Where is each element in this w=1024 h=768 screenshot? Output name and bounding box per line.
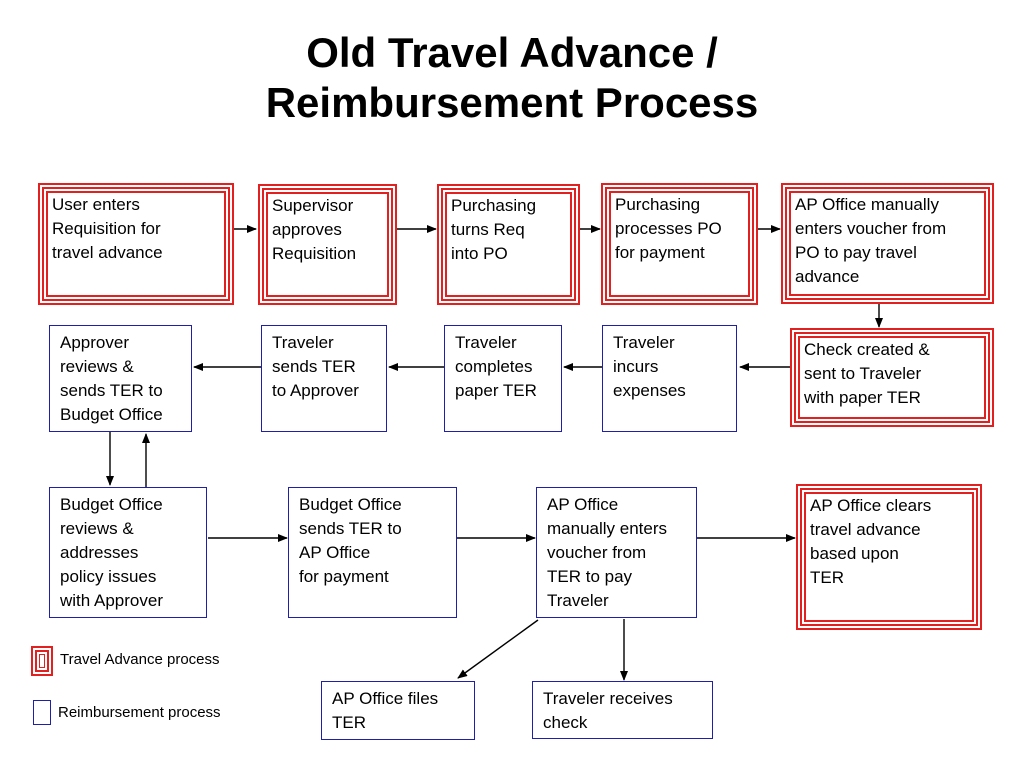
box-text: Check created & sent to Traveler with pa…: [804, 340, 930, 407]
box-traveler-completes-ter: Traveler completes paper TER: [444, 325, 562, 432]
box-ap-clears-advance: AP Office clears travel advance based up…: [796, 484, 982, 630]
box-approver-reviews: Approver reviews & sends TER to Budget O…: [49, 325, 192, 432]
box-text: Budget Office reviews & addresses policy…: [60, 495, 163, 610]
box-text: AP Office clears travel advance based up…: [810, 496, 932, 587]
title-line-1: Old Travel Advance /: [306, 29, 718, 76]
box-purchasing-processes-po: Purchasing processes PO for payment: [601, 183, 758, 305]
box-text: Traveler sends TER to Approver: [272, 333, 359, 400]
box-text: Traveler receives check: [543, 689, 673, 732]
box-text: Supervisor approves Requisition: [272, 196, 357, 263]
legend-travel-advance-label: Travel Advance process: [60, 651, 220, 668]
legend-reimbursement-label: Reimbursement process: [58, 704, 221, 721]
box-ap-enters-voucher-ter: AP Office manually enters voucher from T…: [536, 487, 697, 618]
box-traveler-incurs-expenses: Traveler incurs expenses: [602, 325, 737, 432]
box-ap-files-ter: AP Office files TER: [321, 681, 475, 740]
page-title: Old Travel Advance / Reimbursement Proce…: [0, 28, 1024, 128]
box-text: AP Office manually enters voucher from P…: [795, 195, 947, 286]
box-text: Approver reviews & sends TER to Budget O…: [60, 333, 163, 424]
box-user-enters-requisition: User enters Requisition for travel advan…: [38, 183, 234, 305]
box-budget-office-reviews: Budget Office reviews & addresses policy…: [49, 487, 207, 618]
box-text: Purchasing processes PO for payment: [615, 195, 722, 262]
box-traveler-sends-ter: Traveler sends TER to Approver: [261, 325, 387, 432]
box-text: Traveler incurs expenses: [613, 333, 686, 400]
box-check-created: Check created & sent to Traveler with pa…: [790, 328, 994, 427]
box-text: AP Office manually enters voucher from T…: [547, 495, 668, 610]
box-purchasing-turns-req: Purchasing turns Req into PO: [437, 184, 580, 305]
arrow-ap-to-files: [457, 619, 539, 679]
box-text: User enters Requisition for travel advan…: [52, 195, 163, 262]
box-supervisor-approves: Supervisor approves Requisition: [258, 184, 397, 305]
title-line-2: Reimbursement Process: [265, 79, 759, 126]
box-traveler-receives-check: Traveler receives check: [532, 681, 713, 739]
legend-reimbursement-swatch: [33, 700, 51, 725]
box-text: AP Office files TER: [332, 689, 439, 732]
box-ap-enters-voucher-po: AP Office manually enters voucher from P…: [781, 183, 994, 304]
legend-travel-advance-swatch: [31, 646, 53, 676]
box-text: Budget Office sends TER to AP Office for…: [299, 495, 402, 586]
box-text: Traveler completes paper TER: [455, 333, 537, 400]
box-text: Purchasing turns Req into PO: [451, 196, 537, 263]
box-budget-office-sends: Budget Office sends TER to AP Office for…: [288, 487, 457, 618]
